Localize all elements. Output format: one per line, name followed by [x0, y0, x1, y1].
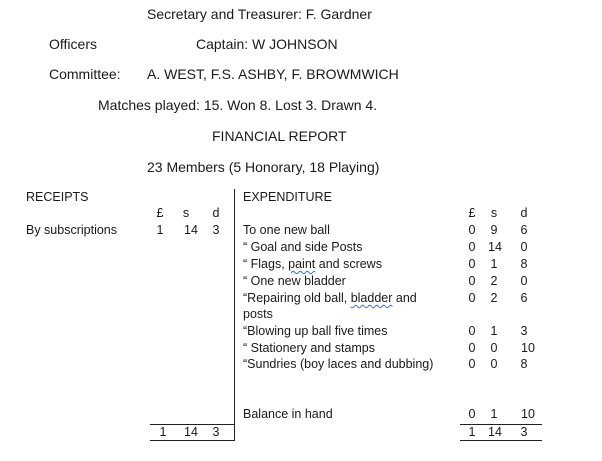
receipt-item-desc: By subscriptions	[26, 223, 118, 237]
expenditure-item-pounds: 0	[468, 274, 476, 288]
expenditure-col-pounds: £	[468, 206, 476, 220]
expenditure-item-pounds: 0	[468, 223, 476, 237]
expenditure-item-shillings: 0	[490, 357, 498, 371]
expenditure-item-desc: “ Goal and side Posts	[243, 240, 363, 254]
members-line: 23 Members (5 Honorary, 18 Playing)	[147, 159, 380, 175]
balance-pence: 10	[521, 407, 535, 421]
expenditure-item-pounds: 0	[468, 341, 476, 355]
expenditure-total-shillings: 14	[488, 425, 502, 439]
receipts-total-underline	[150, 440, 234, 441]
receipts-col-pence: d	[212, 206, 220, 220]
expenditure-item-pounds: 0	[468, 240, 476, 254]
report-title: FINANCIAL REPORT	[212, 128, 347, 144]
committee-label: Committee:	[49, 66, 121, 82]
expenditure-item-pence: 3	[520, 324, 528, 338]
balance-pounds: 0	[468, 407, 476, 421]
expenditure-col-shillings: s	[490, 206, 498, 220]
expenditure-item-desc: To one new ball	[243, 223, 330, 237]
expenditure-item-pence: 8	[520, 257, 528, 271]
receipts-title: RECEIPTS	[26, 190, 89, 204]
expenditure-item-shillings: 2	[490, 291, 498, 305]
expenditure-total-rule	[460, 424, 542, 425]
matches-line: Matches played: 15. Won 8. Lost 3. Drawn…	[98, 97, 378, 113]
expenditure-total-pounds: 1	[468, 425, 476, 439]
balance-desc: Balance in hand	[243, 407, 333, 421]
receipt-item-pence: 3	[212, 223, 220, 237]
expenditure-total-underline	[460, 440, 542, 441]
expenditure-item-pence: 0	[520, 240, 528, 254]
expenditure-title: EXPENDITURE	[243, 190, 332, 204]
expenditure-item-desc-continued: posts	[243, 307, 273, 321]
expenditure-item-pence: 6	[520, 291, 528, 305]
expenditure-total-pence: 3	[520, 425, 528, 439]
expenditure-item-shillings: 14	[488, 240, 502, 254]
receipts-col-pounds: £	[156, 206, 164, 220]
receipt-item-shillings: 14	[184, 223, 198, 237]
expenditure-item-desc: “ Flags, paint and screws	[243, 257, 382, 271]
receipts-total-rule	[150, 424, 234, 425]
expenditure-item-shillings: 2	[490, 274, 498, 288]
expenditure-item-shillings: 1	[490, 324, 498, 338]
committee-members: A. WEST, F.S. ASHBY, F. BROWMWICH	[147, 66, 399, 82]
receipts-total-shillings: 14	[184, 425, 198, 439]
expenditure-col-pence: d	[520, 206, 528, 220]
expenditure-item-pence: 8	[520, 357, 528, 371]
receipts-total-pence: 3	[212, 425, 220, 439]
captain-line: Captain: W JOHNSON	[196, 36, 338, 52]
expenditure-item-desc: “ One new bladder	[243, 274, 346, 288]
expenditure-item-pounds: 0	[468, 291, 476, 305]
expenditure-item-shillings: 1	[490, 257, 498, 271]
expenditure-item-pence: 10	[521, 341, 535, 355]
expenditure-item-shillings: 0	[490, 341, 498, 355]
column-divider	[234, 189, 235, 441]
expenditure-item-shillings: 9	[490, 223, 498, 237]
balance-shillings: 1	[490, 407, 498, 421]
expenditure-item-desc: “Repairing old ball, bladder and	[243, 291, 417, 305]
expenditure-item-pounds: 0	[468, 324, 476, 338]
expenditure-item-pence: 0	[520, 274, 528, 288]
receipts-col-shillings: s	[182, 206, 190, 220]
expenditure-item-desc: “Blowing up ball five times	[243, 324, 388, 338]
expenditure-item-desc: “ Stationery and stamps	[243, 341, 376, 355]
expenditure-item-pence: 6	[520, 223, 528, 237]
expenditure-item-pounds: 0	[468, 357, 476, 371]
expenditure-item-pounds: 0	[468, 257, 476, 271]
secretary-line: Secretary and Treasurer: F. Gardner	[147, 6, 372, 22]
receipts-total-pounds: 1	[159, 425, 167, 439]
officers-label: Officers	[49, 36, 97, 52]
expenditure-item-desc: “Sundries (boy laces and dubbing)	[243, 357, 434, 371]
receipt-item-pounds: 1	[156, 223, 164, 237]
